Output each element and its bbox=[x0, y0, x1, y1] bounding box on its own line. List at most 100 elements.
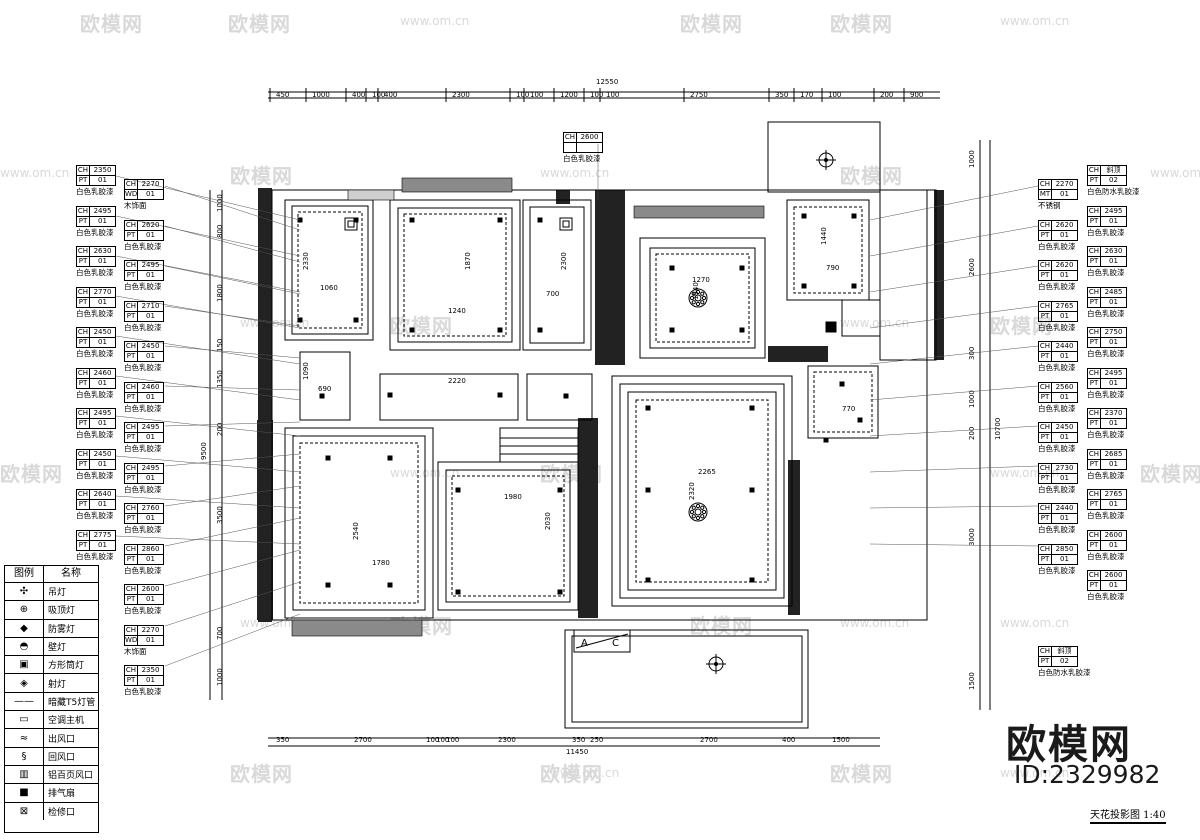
right-dimension-segment: 2600 bbox=[968, 258, 976, 276]
leader-line bbox=[115, 175, 301, 221]
legend-name: 检修口 bbox=[48, 807, 76, 818]
legend-row: ■排气扇 bbox=[5, 784, 98, 803]
chandelier-icon bbox=[688, 288, 708, 308]
top-dimension-segment: 2300 bbox=[452, 91, 470, 99]
leader-line bbox=[164, 305, 301, 327]
room-dimension-label: 700 bbox=[546, 290, 559, 298]
bottom-dimension-segment: 100 bbox=[446, 736, 459, 744]
leader-line bbox=[164, 549, 301, 587]
watermark-brand: 欧模网 bbox=[390, 314, 453, 338]
leader-line bbox=[164, 185, 301, 231]
legend-row: ◓壁灯 bbox=[5, 637, 98, 657]
downlight-icon bbox=[645, 405, 651, 411]
legend-table: 图例 名称 ✣吊灯⊕吸顶灯◆防雾灯◓壁灯▣方形筒灯◈射灯——暗藏T5灯管▭空调主… bbox=[4, 565, 99, 833]
left-dimension-segment: 1800 bbox=[216, 284, 224, 302]
legend-symbol-icon: § bbox=[5, 747, 44, 765]
chandelier-icon bbox=[689, 295, 695, 301]
leader-line bbox=[115, 455, 301, 473]
legend-row: ——暗藏T5灯管 bbox=[5, 692, 98, 712]
watermark-brand: 欧模网 bbox=[0, 462, 63, 486]
top-dimension-segment: 170 bbox=[800, 91, 813, 99]
door-label-c: C bbox=[612, 638, 619, 649]
watermark-brand: 欧模网 bbox=[228, 12, 291, 36]
room-bedroom-1 bbox=[284, 199, 374, 341]
ac-unit-icon bbox=[559, 217, 573, 231]
room-dimension-label: 2540 bbox=[352, 522, 360, 540]
legend-row: ◆防雾灯 bbox=[5, 619, 98, 638]
downlight-icon bbox=[823, 437, 829, 443]
legend-name: 壁灯 bbox=[48, 643, 67, 654]
room-dimension-label: 790 bbox=[826, 264, 839, 272]
downlight-icon bbox=[645, 577, 651, 583]
chandelier-icon bbox=[694, 508, 702, 516]
room-living bbox=[611, 375, 793, 607]
downlight-icon bbox=[387, 455, 393, 461]
watermark-url: www.om.cn bbox=[1000, 766, 1070, 780]
watermark-brand: 欧模网 bbox=[990, 314, 1053, 338]
chandelier-icon bbox=[691, 291, 696, 296]
room-kitchen bbox=[786, 199, 870, 301]
room-bedroom-2 bbox=[389, 199, 521, 351]
legend-row: ▭空调主机 bbox=[5, 711, 98, 730]
room-dimension-label: 1240 bbox=[448, 307, 466, 315]
downlight-icon bbox=[851, 283, 857, 289]
legend-name: 方形筒灯 bbox=[48, 661, 85, 672]
top-dimension-segment: 900 bbox=[910, 91, 923, 99]
leader-line bbox=[115, 535, 301, 545]
watermark-url: www.om.cn bbox=[1150, 166, 1200, 180]
legend-row: ✣吊灯 bbox=[5, 583, 98, 602]
legend-row: ≈出风口 bbox=[5, 729, 98, 748]
legend-name: 吸顶灯 bbox=[48, 606, 76, 617]
ceiling-light-icon bbox=[714, 662, 718, 666]
ceiling-light-icon bbox=[824, 158, 828, 162]
downlight-icon bbox=[409, 217, 415, 223]
leader-line bbox=[869, 345, 1039, 365]
downlight-icon bbox=[749, 577, 755, 583]
watermark-url: www.om.cn bbox=[840, 316, 910, 330]
room-bath bbox=[522, 199, 592, 351]
leader-line bbox=[164, 265, 301, 295]
legend-name: 出风口 bbox=[48, 734, 76, 745]
left-dimension-segment: 1350 bbox=[216, 370, 224, 388]
top-dimension-segment: 200 bbox=[880, 91, 893, 99]
downlight-icon bbox=[409, 327, 415, 333]
legend-name: 吊灯 bbox=[48, 588, 67, 599]
chandelier-icon bbox=[700, 291, 705, 296]
legend-name: 排气扇 bbox=[48, 789, 76, 800]
chandelier-icon bbox=[688, 502, 708, 522]
bottom-dimension-segment: 400 bbox=[782, 736, 795, 744]
top-dimension-segment: 450 bbox=[276, 91, 289, 99]
downlight-icon bbox=[839, 381, 845, 387]
bottom-dimension-segment: 2700 bbox=[354, 736, 372, 744]
downlight-icon bbox=[455, 487, 461, 493]
bottom-dimension-segment: 2300 bbox=[498, 736, 516, 744]
downlight-icon bbox=[537, 217, 543, 223]
downlight-icon bbox=[537, 327, 543, 333]
top-dimension-overall: 12550 bbox=[596, 78, 618, 86]
room-balcony-south bbox=[564, 629, 809, 729]
chandelier-icon bbox=[691, 514, 696, 519]
left-dimension-segment: 700 bbox=[216, 627, 224, 640]
bottom-dimension-segment: 350 bbox=[572, 736, 585, 744]
room-dimension-label: 1440 bbox=[820, 227, 828, 245]
room-dimension-label: 770 bbox=[842, 405, 855, 413]
room-dining bbox=[639, 237, 766, 359]
chandelier-icon bbox=[689, 509, 695, 515]
leader-line bbox=[869, 465, 1039, 473]
chandelier-icon bbox=[691, 505, 696, 510]
downlight-icon bbox=[801, 213, 807, 219]
